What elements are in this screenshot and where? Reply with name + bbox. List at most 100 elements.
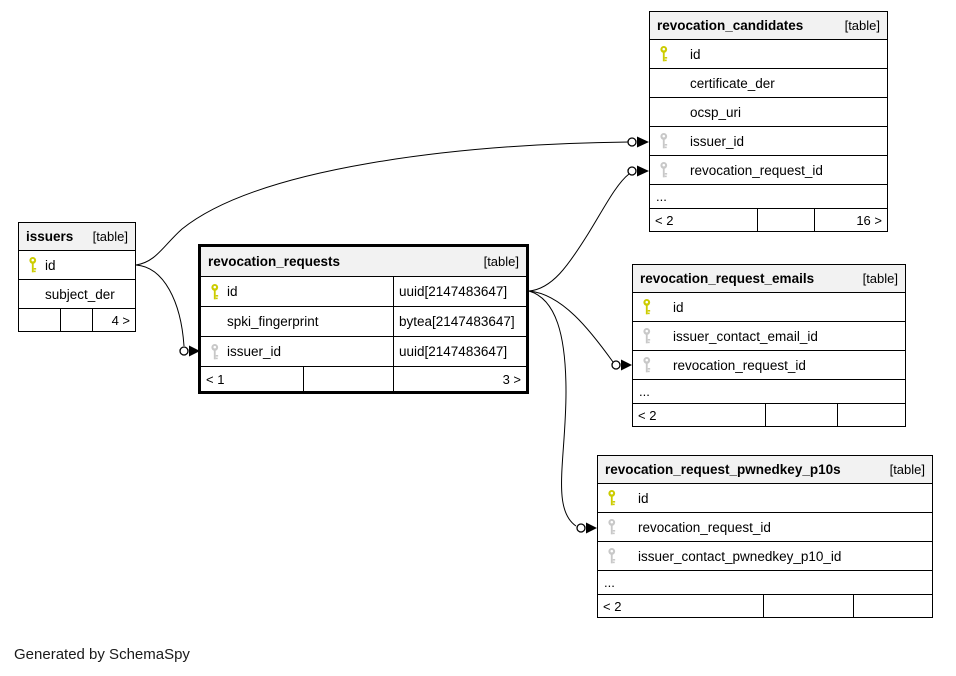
footer-middle-cell [61, 309, 93, 331]
column-name: id [638, 490, 649, 506]
fk-circle-icon [627, 137, 637, 147]
column-type: bytea[2147483647] [393, 307, 526, 336]
table-header[interactable]: issuers [table] [19, 223, 135, 251]
column-row: revocation_request_id [598, 513, 932, 542]
column-row: id [598, 484, 932, 513]
table-issuers[interactable]: issuers [table] id subject_der 4 > [18, 222, 136, 332]
column-name: issuer_id [690, 133, 745, 149]
footer-parents-count: < 2 [598, 595, 764, 617]
column-row: ocsp_uri [650, 98, 887, 127]
primary-key-icon [210, 283, 221, 300]
fk-circle-icon [611, 360, 621, 370]
column-name: revocation_request_id [638, 519, 771, 535]
footer-children-count [838, 404, 905, 426]
footer-parents-count: < 2 [650, 209, 758, 231]
column-name: id [227, 284, 238, 299]
table-footer: < 2 16 > [650, 209, 887, 231]
column-row: id [633, 293, 905, 322]
column-row: issuer_id uuid[2147483647] [201, 337, 526, 367]
footer-children-count: 3 > [502, 371, 521, 387]
footer-middle-cell [764, 595, 854, 617]
column-type: uuid[2147483647] [393, 337, 526, 366]
table-header[interactable]: revocation_requests [table] [201, 247, 526, 277]
column-name: id [690, 46, 701, 62]
column-row: revocation_request_id [633, 351, 905, 380]
ellipsis-row: ... [598, 571, 932, 595]
table-revocation-request-emails[interactable]: revocation_request_emails [table] id iss… [632, 264, 906, 427]
fk-arrowhead-icon [586, 522, 597, 534]
table-tag: [table] [844, 18, 880, 33]
column-name: issuer_id [227, 344, 282, 359]
table-tag: [table] [483, 254, 519, 269]
footer-middle-cell [304, 367, 394, 391]
column-name: revocation_request_id [690, 162, 823, 178]
fk-arrowhead-icon [621, 359, 632, 371]
foreign-key-icon [642, 357, 653, 374]
column-name: revocation_request_id [673, 357, 806, 373]
column-row: issuer_id [650, 127, 887, 156]
footer-parents-count: < 1 [201, 367, 304, 391]
table-header[interactable]: revocation_request_emails [table] [633, 265, 905, 293]
table-name[interactable]: revocation_request_emails [640, 271, 815, 286]
table-footer: < 2 [598, 595, 932, 617]
column-row: issuer_contact_pwnedkey_p10_id [598, 542, 932, 571]
column-row: spki_fingerprint bytea[2147483647] [201, 307, 526, 337]
primary-key-icon [607, 490, 618, 507]
footer-middle-cell [758, 209, 815, 231]
footer-middle-cell [766, 404, 838, 426]
fk-arrowhead-icon [637, 165, 649, 177]
footer-children-count [854, 595, 932, 617]
table-name[interactable]: revocation_requests [208, 254, 341, 269]
foreign-key-icon [210, 343, 221, 360]
ellipsis-row: ... [650, 185, 887, 209]
column-row: id uuid[2147483647] [201, 277, 526, 307]
column-row: id [19, 251, 135, 280]
table-tag: [table] [862, 271, 898, 286]
fk-circle-icon [576, 523, 586, 533]
footer-children-count: 4 > [111, 312, 130, 328]
column-name: subject_der [45, 286, 115, 302]
table-header[interactable]: revocation_candidates [table] [650, 12, 887, 40]
column-name: certificate_der [690, 75, 775, 91]
column-name: spki_fingerprint [227, 314, 319, 329]
table-name[interactable]: issuers [26, 229, 74, 244]
table-tag: [table] [889, 462, 925, 477]
table-footer: < 1 3 > [201, 367, 526, 391]
primary-key-icon [659, 46, 670, 63]
column-name: issuer_contact_pwnedkey_p10_id [638, 548, 842, 564]
column-name: id [45, 257, 56, 273]
column-name: id [673, 299, 684, 315]
column-name: ocsp_uri [690, 104, 742, 120]
column-type: uuid[2147483647] [393, 277, 526, 306]
primary-key-icon [28, 257, 39, 274]
table-footer: 4 > [19, 309, 135, 331]
table-header[interactable]: revocation_request_pwnedkey_p10s [table] [598, 456, 932, 484]
column-row: id [650, 40, 887, 69]
table-revocation-request-pwnedkey-p10s[interactable]: revocation_request_pwnedkey_p10s [table]… [597, 455, 933, 618]
rel-line-requests-issuer-to-issuers-id [135, 264, 185, 347]
rel-line-emails-reqid-to-requests-id [528, 290, 614, 363]
table-revocation-requests[interactable]: revocation_requests [table] id uuid[2147… [198, 244, 529, 394]
fk-circle-icon [179, 346, 189, 356]
foreign-key-icon [607, 548, 618, 565]
primary-key-icon [642, 299, 653, 316]
rel-line-candidates-reqid-to-requests-id [528, 173, 630, 292]
column-row: certificate_der [650, 69, 887, 98]
fk-circle-icon [627, 166, 637, 176]
foreign-key-icon [659, 162, 670, 179]
generated-by-note: Generated by SchemaSpy [14, 646, 190, 663]
table-name[interactable]: revocation_candidates [657, 18, 804, 33]
foreign-key-icon [607, 519, 618, 536]
rel-line-candidates-issuer-to-issuers-id [135, 141, 630, 266]
footer-parents-count: < 2 [633, 404, 766, 426]
foreign-key-icon [659, 133, 670, 150]
fk-arrowhead-icon [189, 345, 200, 357]
table-revocation-candidates[interactable]: revocation_candidates [table] id certifi… [649, 11, 888, 232]
column-row: revocation_request_id [650, 156, 887, 185]
rel-line-pwnedkey-reqid-to-requests-id [528, 290, 577, 527]
column-row: subject_der [19, 280, 135, 309]
footer-children-count: 16 > [856, 212, 882, 228]
table-name[interactable]: revocation_request_pwnedkey_p10s [605, 462, 841, 477]
fk-arrowhead-icon [637, 136, 649, 148]
